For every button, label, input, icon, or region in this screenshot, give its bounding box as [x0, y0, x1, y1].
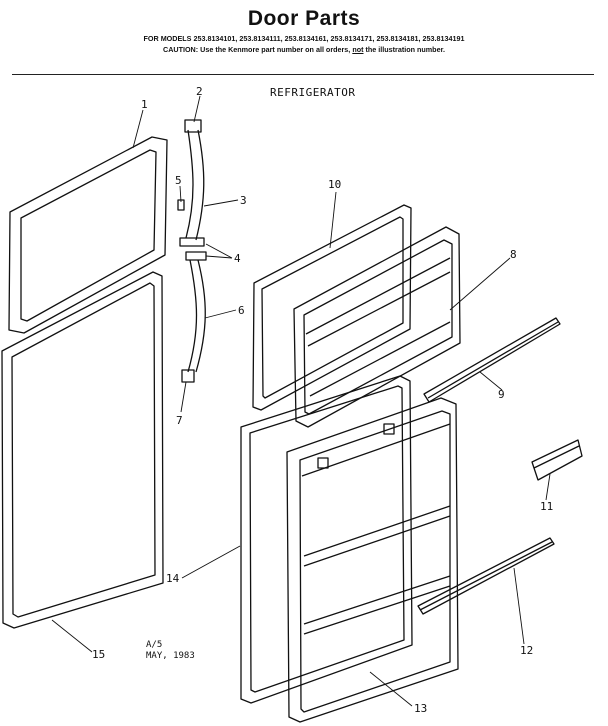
models-prefix: FOR MODELS	[143, 34, 192, 43]
caution-emphasis: not	[352, 45, 364, 54]
models-line: FOR MODELS 253.8134101, 253.8134111, 253…	[0, 34, 608, 43]
callout-8: 8	[510, 248, 517, 261]
callout-15: 15	[92, 648, 105, 661]
callout-9: 9	[498, 388, 505, 401]
section-subtitle: REFRIGERATOR	[270, 86, 356, 99]
callout-5: 5	[175, 174, 182, 187]
part-freezer-gasket	[8, 136, 168, 334]
models-list: 253.8134101, 253.8134111, 253.8134161, 2…	[193, 34, 465, 43]
page-header: Door Parts FOR MODELS 253.8134101, 253.8…	[0, 6, 608, 54]
part-fresh-food-gasket	[1, 271, 164, 629]
callout-12: 12	[520, 644, 533, 657]
callout-11: 11	[540, 500, 553, 513]
revision-code: A/5	[146, 640, 163, 650]
part-fresh-food-shelf-rail	[417, 537, 555, 615]
caution-line: CAUTION: Use the Kenmore part number on …	[0, 45, 608, 54]
callout-7: 7	[176, 414, 183, 427]
callout-13: 13	[414, 702, 427, 715]
page-title: Door Parts	[247, 7, 361, 30]
callout-leaders	[51, 95, 551, 707]
callout-1: 1	[141, 98, 148, 111]
header-divider	[12, 74, 594, 75]
revision-date: MAY, 1983	[146, 651, 195, 661]
callout-10: 10	[328, 178, 341, 191]
callout-14: 14	[166, 572, 180, 585]
part-hinge-assembly	[177, 119, 207, 383]
part-shelf-retainer	[531, 439, 583, 481]
part-freezer-door-liner	[293, 226, 461, 428]
part-freezer-liner-gasket	[252, 204, 412, 411]
callout-6: 6	[238, 304, 245, 317]
part-freezer-shelf-rail	[423, 317, 561, 403]
part-fresh-food-liner-gasket	[240, 375, 413, 704]
caution-text-before: CAUTION: Use the Kenmore part number on …	[163, 45, 351, 54]
caution-text-after: the illustration number.	[365, 45, 445, 54]
part-fresh-food-door-liner	[286, 397, 459, 723]
callout-2: 2	[196, 85, 203, 98]
callout-3: 3	[240, 194, 247, 207]
callout-4: 4	[234, 252, 241, 265]
